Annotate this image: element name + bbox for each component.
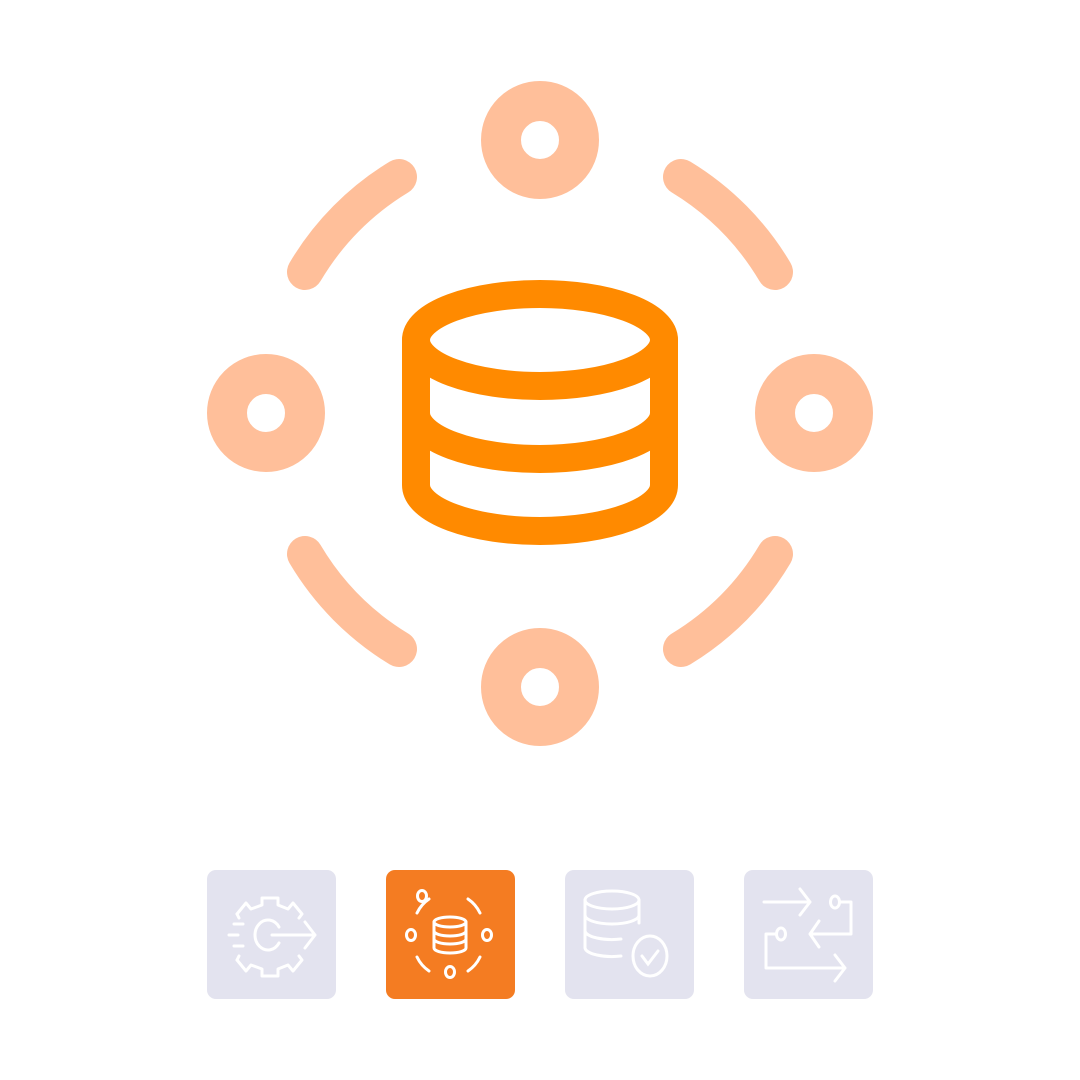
icon-tile-data-flow[interactable] [744,870,873,999]
orbit-arc [663,536,793,667]
gear-power-arrow-icon [227,896,317,978]
node-ring [207,354,325,472]
node-ring [481,81,599,199]
orbit-arc [287,536,417,667]
icon-tile-database-check[interactable] [565,870,694,999]
orbit-arc [663,159,793,290]
data-flow-arrows-icon [762,887,853,983]
orbit-arc [287,159,417,290]
database-cylinder [402,280,678,545]
node-ring [481,628,599,746]
database-network-icon [405,889,493,979]
node-ring [755,354,873,472]
node-rings [207,81,873,746]
icon-tile-gear-power[interactable] [207,870,336,999]
database-network-icon [207,81,873,746]
icon-tile-database-network[interactable] [386,870,515,999]
orbit-arcs [287,159,793,667]
database-check-icon [583,889,669,978]
